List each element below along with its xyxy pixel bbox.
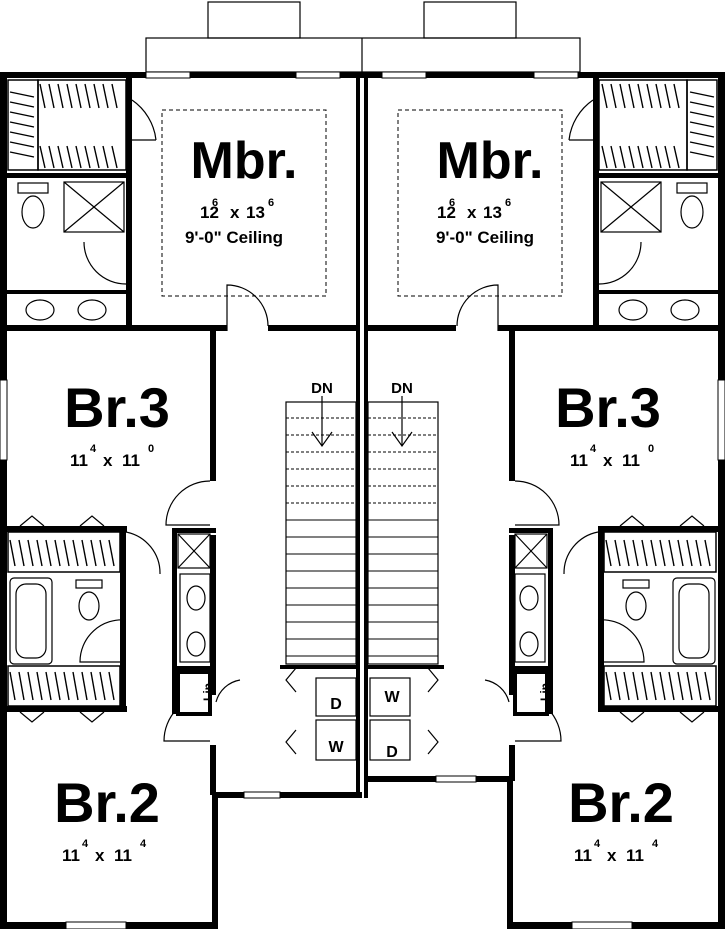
roof-outline [145, 1, 581, 73]
br2-dim-a-left: 11 [62, 846, 80, 865]
mbr-dims-right: 12 6 x 13 6 [437, 197, 511, 222]
br2-x-left: x [95, 846, 105, 865]
br2-dims-right: 11 4 x 11 4 [574, 838, 659, 865]
stair-dn-left: DN [311, 380, 333, 397]
laundry-bottom-right: D [386, 744, 398, 761]
br3-sup-a-right: 4 [590, 443, 597, 455]
br3-dim-b-left: 11 [122, 451, 140, 470]
stair-dn-right: DN [391, 380, 413, 397]
mbr-title-left: Mbr. [191, 132, 298, 190]
br2-title-left: Br.2 [54, 771, 160, 834]
mbr-dim-a-right: 12 [437, 203, 456, 222]
br2-dims-left: 11 4 x 11 4 [62, 838, 147, 865]
br3-x-left: x [103, 451, 113, 470]
interior-walls-left [7, 78, 360, 795]
br3-title-left: Br.3 [64, 376, 170, 439]
br2-title-right: Br.2 [568, 771, 674, 834]
mbr-ceiling-right: 9'-0" Ceiling [436, 228, 534, 247]
br3-sup-b-left: 0 [148, 443, 154, 455]
br3-dim-a-left: 11 [70, 451, 88, 470]
mbr-sup-a-right: 6 [449, 197, 455, 209]
br3-x-right: x [603, 451, 613, 470]
br3-dims-left: 11 4 x 11 0 [70, 443, 154, 470]
mbr-x-right: x [467, 203, 477, 222]
mbr-dim-b-right: 13 [483, 203, 502, 222]
windows [0, 71, 725, 929]
br2-dim-b-right: 11 [626, 846, 644, 865]
br3-sup-b-right: 0 [648, 443, 654, 455]
br2-sup-b-left: 4 [140, 838, 147, 850]
closet-rod-marks [9, 83, 715, 701]
laundry-top-left: D [330, 696, 342, 713]
mbr-sup-b-right: 6 [505, 197, 511, 209]
mbr-dim-b-left: 13 [246, 203, 265, 222]
linen-label-right: Lin. [538, 680, 552, 701]
mbr-title-right: Mbr. [437, 132, 544, 190]
mbr-dim-a-left: 12 [200, 203, 219, 222]
mbr-ceiling-left: 9'-0" Ceiling [185, 228, 283, 247]
master-bath-right [598, 181, 708, 321]
linen-label-left: Lin. [201, 680, 215, 701]
laundry-bottom-left: W [328, 739, 344, 756]
br2-sup-b-right: 4 [652, 838, 659, 850]
stairs-right [367, 396, 439, 665]
br3-dim-a-right: 11 [570, 451, 588, 470]
linen-closet-right [513, 670, 549, 716]
br3-dim-b-right: 11 [622, 451, 640, 470]
laundry-top-right: W [384, 689, 400, 706]
closet-shelving [7, 79, 718, 707]
mbr-sup-b-left: 6 [268, 197, 274, 209]
br2-dim-a-right: 11 [574, 846, 592, 865]
door-swings [19, 99, 705, 755]
linen-closet-left [176, 670, 212, 716]
br3-title-right: Br.3 [555, 376, 661, 439]
stairs-left [285, 396, 357, 665]
laundry-right [369, 677, 411, 761]
hall-bath-right [514, 533, 716, 665]
interior-walls-right [364, 78, 718, 781]
br2-sup-a-left: 4 [82, 838, 89, 850]
br2-sup-a-right: 4 [594, 838, 601, 850]
laundry-left [315, 677, 357, 761]
hall-bath-left [9, 533, 211, 665]
master-bath-left [17, 181, 127, 321]
mbr-sup-a-left: 6 [212, 197, 218, 209]
br2-dim-b-left: 11 [114, 846, 132, 865]
br3-dims-right: 11 4 x 11 0 [570, 443, 654, 470]
br2-x-right: x [607, 846, 617, 865]
mbr-dims-left: 12 6 x 13 6 [200, 197, 274, 222]
mbr-x-left: x [230, 203, 240, 222]
br3-sup-a-left: 4 [90, 443, 97, 455]
